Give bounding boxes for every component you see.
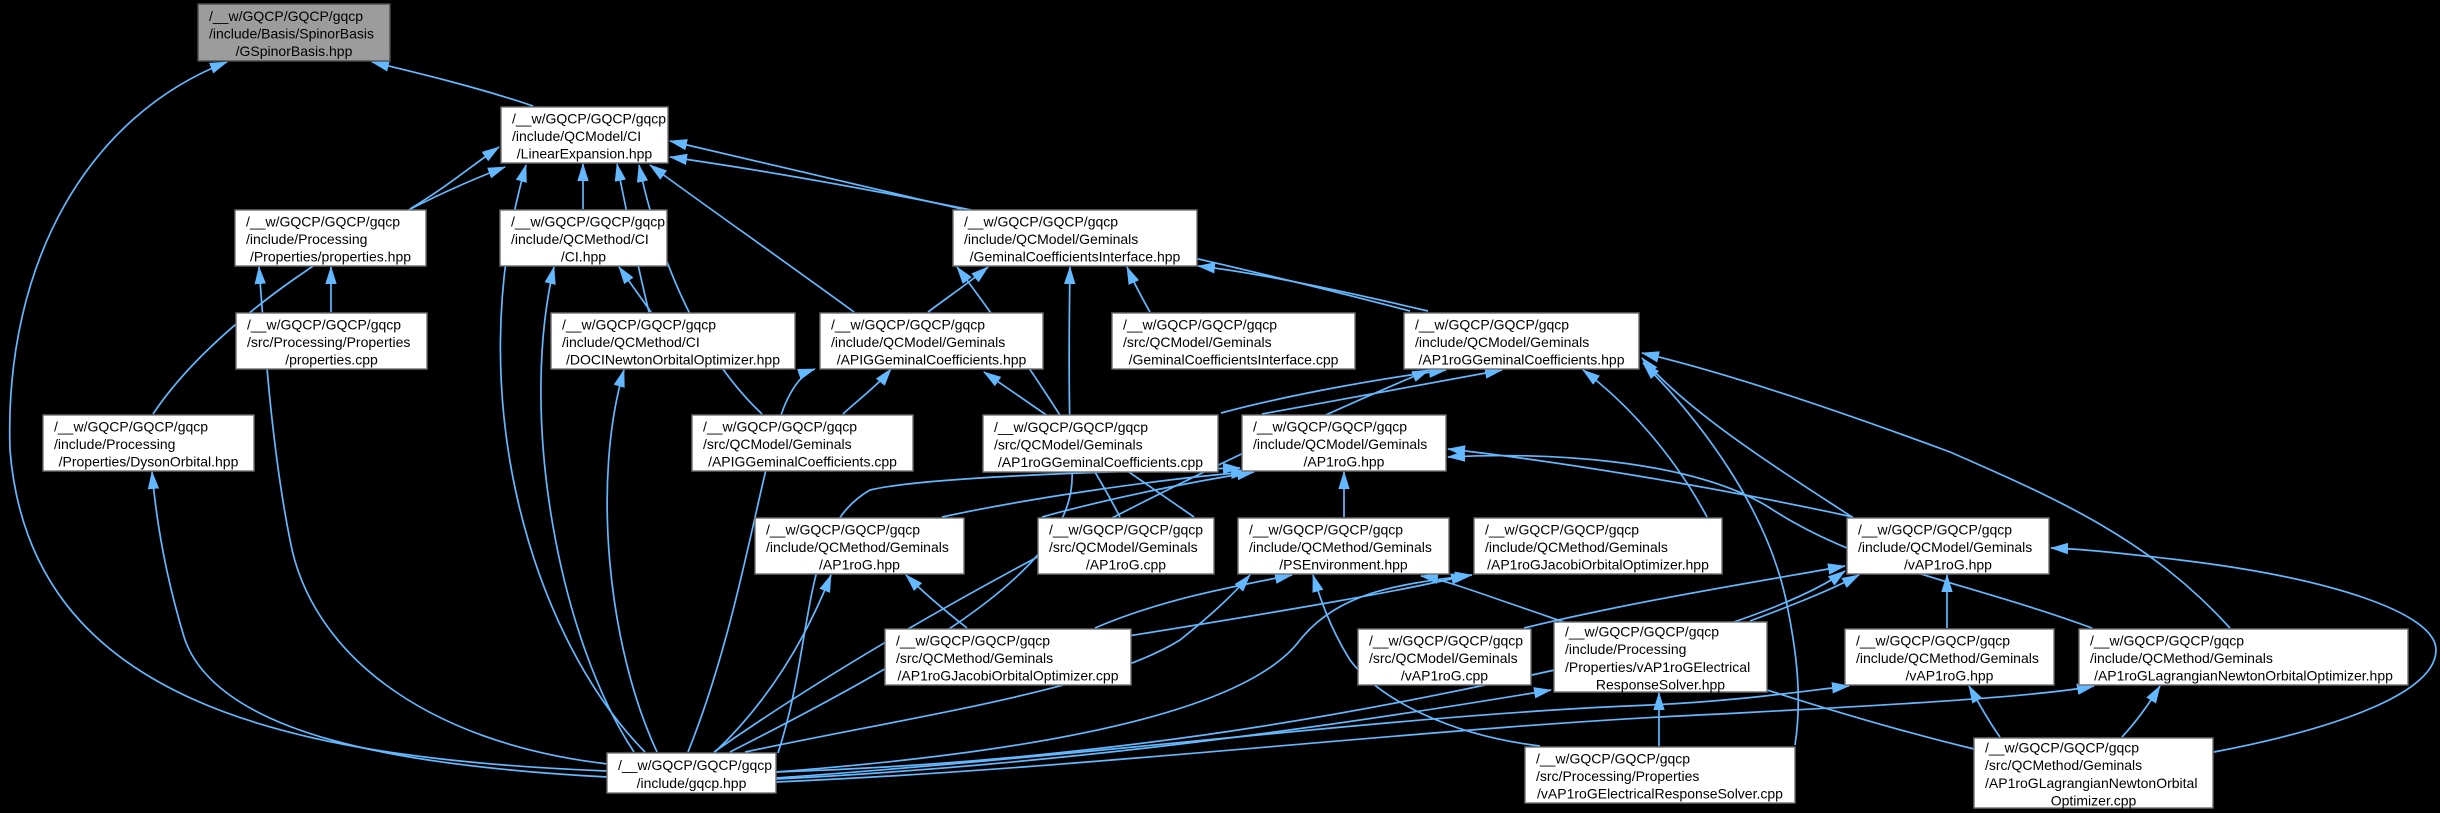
svg-text:/AP1roGJacobiOrbitalOptimizer.: /AP1roGJacobiOrbitalOptimizer.cpp xyxy=(898,668,1119,684)
svg-text:/src/QCModel/Geminals: /src/QCModel/Geminals xyxy=(703,436,852,452)
svg-text:/include/QCModel/Geminals: /include/QCModel/Geminals xyxy=(964,231,1138,247)
svg-text:/include/QCMethod/Geminals: /include/QCMethod/Geminals xyxy=(2090,650,2273,666)
svg-text:/GeminalCoefficientsInterface.: /GeminalCoefficientsInterface.hpp xyxy=(970,249,1181,265)
svg-text:/AP1roG.hpp: /AP1roG.hpp xyxy=(819,557,900,573)
svg-text:/DOCINewtonOrbitalOptimizer.hp: /DOCINewtonOrbitalOptimizer.hpp xyxy=(566,352,780,368)
svg-text:/include/QCMethod/CI: /include/QCMethod/CI xyxy=(562,334,700,350)
svg-text:/__w/GQCP/GQCP/gqcp: /__w/GQCP/GQCP/gqcp xyxy=(511,213,665,229)
svg-text:/AP1roGLagrangianNewtonOrbital: /AP1roGLagrangianNewtonOrbital xyxy=(1985,775,2197,791)
svg-text:/APIGGeminalCoefficients.cpp: /APIGGeminalCoefficients.cpp xyxy=(708,454,897,470)
svg-text:/AP1roG.cpp: /AP1roG.cpp xyxy=(1086,557,1166,573)
svg-text:/include/QCModel/Geminals: /include/QCModel/Geminals xyxy=(1253,436,1427,452)
svg-text:/vAP1roGElectricalResponseSolv: /vAP1roGElectricalResponseSolver.cpp xyxy=(1537,786,1783,802)
svg-text:/__w/GQCP/GQCP/gqcp: /__w/GQCP/GQCP/gqcp xyxy=(1858,521,2012,537)
svg-text:/AP1roGGeminalCoefficients.hpp: /AP1roGGeminalCoefficients.hpp xyxy=(1419,352,1625,368)
svg-text:/LinearExpansion.hpp: /LinearExpansion.hpp xyxy=(517,146,653,162)
svg-text:/AP1roG.hpp: /AP1roG.hpp xyxy=(1304,454,1385,470)
svg-text:/Properties/DysonOrbital.hpp: /Properties/DysonOrbital.hpp xyxy=(59,454,239,470)
svg-text:/__w/GQCP/GQCP/gqcp: /__w/GQCP/GQCP/gqcp xyxy=(1856,632,2010,648)
svg-text:/include/QCMethod/Geminals: /include/QCMethod/Geminals xyxy=(1249,539,1432,555)
svg-text:/src/QCModel/Geminals: /src/QCModel/Geminals xyxy=(1369,650,1518,666)
svg-text:/__w/GQCP/GQCP/gqcp: /__w/GQCP/GQCP/gqcp xyxy=(964,213,1118,229)
svg-text:/properties.cpp: /properties.cpp xyxy=(285,352,378,368)
svg-text:/Properties/vAP1roGElectrical: /Properties/vAP1roGElectrical xyxy=(1565,659,1750,675)
svg-text:/src/Processing/Properties: /src/Processing/Properties xyxy=(247,334,410,350)
svg-text:/APIGGeminalCoefficients.hpp: /APIGGeminalCoefficients.hpp xyxy=(837,352,1027,368)
svg-text:/__w/GQCP/GQCP/gqcp: /__w/GQCP/GQCP/gqcp xyxy=(209,8,363,24)
svg-text:/__w/GQCP/GQCP/gqcp: /__w/GQCP/GQCP/gqcp xyxy=(246,213,400,229)
svg-text:/__w/GQCP/GQCP/gqcp: /__w/GQCP/GQCP/gqcp xyxy=(1985,740,2139,756)
svg-text:/include/Processing: /include/Processing xyxy=(246,231,367,247)
svg-text:/__w/GQCP/GQCP/gqcp: /__w/GQCP/GQCP/gqcp xyxy=(703,418,857,434)
svg-text:/include/QCModel/Geminals: /include/QCModel/Geminals xyxy=(1858,539,2032,555)
svg-text:/__w/GQCP/GQCP/gqcp: /__w/GQCP/GQCP/gqcp xyxy=(1485,521,1639,537)
svg-text:/__w/GQCP/GQCP/gqcp: /__w/GQCP/GQCP/gqcp xyxy=(1049,521,1203,537)
svg-text:Optimizer.cpp: Optimizer.cpp xyxy=(2051,793,2137,809)
svg-text:/include/QCModel/Geminals: /include/QCModel/Geminals xyxy=(831,334,1005,350)
svg-text:/__w/GQCP/GQCP/gqcp: /__w/GQCP/GQCP/gqcp xyxy=(2090,632,2244,648)
svg-text:/AP1roGLagrangianNewtonOrbital: /AP1roGLagrangianNewtonOrbitalOptimizer.… xyxy=(2094,668,2393,684)
svg-text:ResponseSolver.hpp: ResponseSolver.hpp xyxy=(1596,677,1725,693)
svg-text:/src/Processing/Properties: /src/Processing/Properties xyxy=(1536,768,1699,784)
svg-text:/__w/GQCP/GQCP/gqcp: /__w/GQCP/GQCP/gqcp xyxy=(1536,750,1690,766)
svg-text:/AP1roGGeminalCoefficients.cpp: /AP1roGGeminalCoefficients.cpp xyxy=(998,454,1203,470)
svg-text:/GeminalCoefficientsInterface.: /GeminalCoefficientsInterface.cpp xyxy=(1129,352,1339,368)
svg-text:/__w/GQCP/GQCP/gqcp: /__w/GQCP/GQCP/gqcp xyxy=(618,757,772,773)
svg-text:/__w/GQCP/GQCP/gqcp: /__w/GQCP/GQCP/gqcp xyxy=(1253,418,1407,434)
svg-text:/__w/GQCP/GQCP/gqcp: /__w/GQCP/GQCP/gqcp xyxy=(1565,624,1719,640)
svg-text:/__w/GQCP/GQCP/gqcp: /__w/GQCP/GQCP/gqcp xyxy=(1415,316,1569,332)
svg-text:/src/QCMethod/Geminals: /src/QCMethod/Geminals xyxy=(896,650,1053,666)
svg-text:/src/QCModel/Geminals: /src/QCModel/Geminals xyxy=(994,437,1143,453)
svg-text:/__w/GQCP/GQCP/gqcp: /__w/GQCP/GQCP/gqcp xyxy=(1123,316,1277,332)
svg-text:/include/QCModel/CI: /include/QCModel/CI xyxy=(512,128,641,144)
svg-text:/include/Basis/SpinorBasis: /include/Basis/SpinorBasis xyxy=(209,26,374,42)
svg-text:/__w/GQCP/GQCP/gqcp: /__w/GQCP/GQCP/gqcp xyxy=(994,419,1148,435)
svg-text:/include/gqcp.hpp: /include/gqcp.hpp xyxy=(637,775,747,791)
svg-text:/__w/GQCP/GQCP/gqcp: /__w/GQCP/GQCP/gqcp xyxy=(766,521,920,537)
svg-text:/include/QCMethod/CI: /include/QCMethod/CI xyxy=(511,231,649,247)
svg-text:/src/QCMethod/Geminals: /src/QCMethod/Geminals xyxy=(1985,757,2142,773)
svg-text:/__w/GQCP/GQCP/gqcp: /__w/GQCP/GQCP/gqcp xyxy=(247,316,401,332)
svg-text:/include/Processing: /include/Processing xyxy=(1565,641,1686,657)
svg-text:/__w/GQCP/GQCP/gqcp: /__w/GQCP/GQCP/gqcp xyxy=(512,110,666,126)
svg-text:/CI.hpp: /CI.hpp xyxy=(561,249,606,265)
svg-text:/src/QCModel/Geminals: /src/QCModel/Geminals xyxy=(1123,334,1272,350)
svg-text:/GSpinorBasis.hpp: /GSpinorBasis.hpp xyxy=(236,43,353,59)
svg-text:/Properties/properties.hpp: /Properties/properties.hpp xyxy=(250,249,411,265)
svg-text:/__w/GQCP/GQCP/gqcp: /__w/GQCP/GQCP/gqcp xyxy=(896,632,1050,648)
svg-text:/include/QCModel/Geminals: /include/QCModel/Geminals xyxy=(1415,334,1589,350)
svg-text:/__w/GQCP/GQCP/gqcp: /__w/GQCP/GQCP/gqcp xyxy=(831,316,985,332)
svg-text:/vAP1roG.hpp: /vAP1roG.hpp xyxy=(1906,668,1994,684)
svg-text:/PSEnvironment.hpp: /PSEnvironment.hpp xyxy=(1279,557,1408,573)
svg-text:/AP1roGJacobiOrbitalOptimizer.: /AP1roGJacobiOrbitalOptimizer.hpp xyxy=(1487,557,1709,573)
svg-text:/src/QCModel/Geminals: /src/QCModel/Geminals xyxy=(1049,539,1198,555)
svg-text:/vAP1roG.cpp: /vAP1roG.cpp xyxy=(1401,668,1488,684)
svg-text:/include/QCMethod/Geminals: /include/QCMethod/Geminals xyxy=(1485,539,1668,555)
svg-text:/vAP1roG.hpp: /vAP1roG.hpp xyxy=(1904,557,1992,573)
svg-text:/__w/GQCP/GQCP/gqcp: /__w/GQCP/GQCP/gqcp xyxy=(1369,632,1523,648)
svg-text:/include/QCMethod/Geminals: /include/QCMethod/Geminals xyxy=(766,539,949,555)
svg-text:/include/QCMethod/Geminals: /include/QCMethod/Geminals xyxy=(1856,650,2039,666)
svg-text:/__w/GQCP/GQCP/gqcp: /__w/GQCP/GQCP/gqcp xyxy=(54,418,208,434)
svg-text:/__w/GQCP/GQCP/gqcp: /__w/GQCP/GQCP/gqcp xyxy=(1249,521,1403,537)
svg-text:/__w/GQCP/GQCP/gqcp: /__w/GQCP/GQCP/gqcp xyxy=(562,316,716,332)
svg-text:/include/Processing: /include/Processing xyxy=(54,436,175,452)
